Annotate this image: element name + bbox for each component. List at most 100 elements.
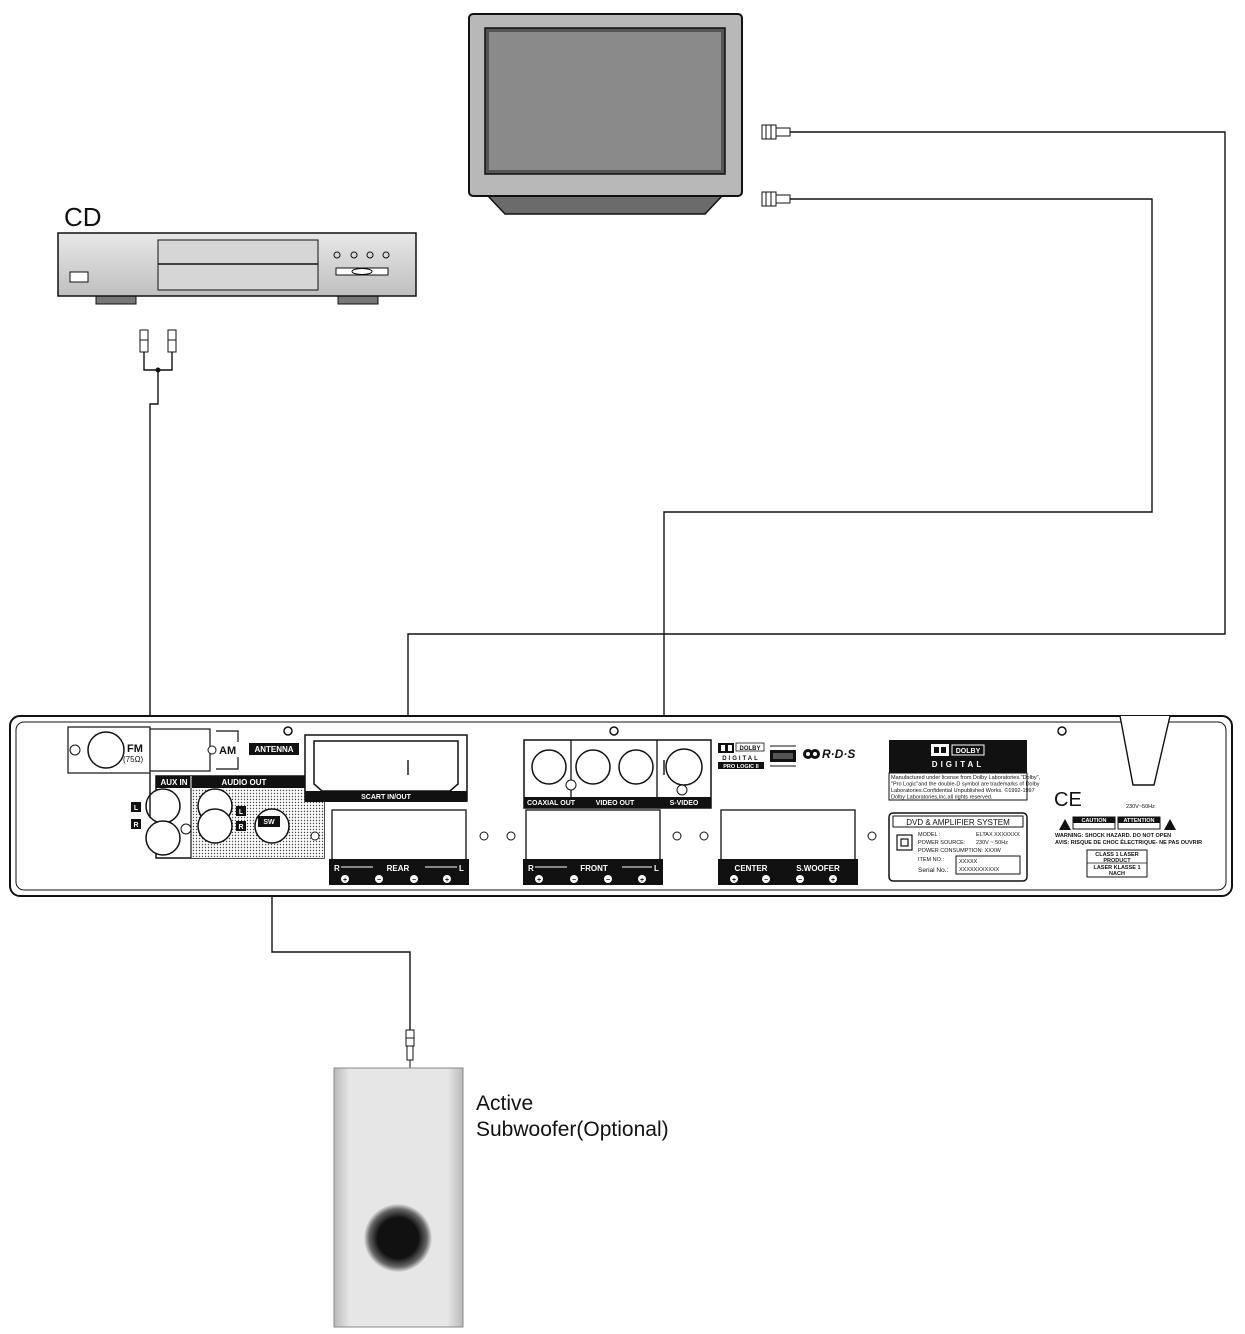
- svg-text:+: +: [537, 877, 541, 884]
- subwoofer-label-line2: Subwoofer(Optional): [476, 1118, 669, 1141]
- warning-line-1: WARNING: SHOCK HAZARD. DO NOT OPEN: [1055, 833, 1171, 839]
- rear-speaker-terminals: R REAR L + − − +: [310, 809, 516, 885]
- ce-mark: CE: [1054, 789, 1082, 811]
- warning-line-2: AVIS: RISQUE DE CHOC ÉLECTRIQUE- NE PAS …: [1055, 838, 1202, 846]
- rds-logo: R·D·S: [803, 747, 855, 761]
- svg-text:+: +: [343, 877, 347, 884]
- video-out-jack-2: [618, 749, 654, 785]
- svg-text:+: +: [445, 877, 449, 884]
- digital-big-label: DIGITAL: [932, 760, 984, 769]
- aux-in-r-marker: R: [133, 822, 138, 829]
- front-label: FRONT: [580, 864, 608, 873]
- serial-value: XXXXXXXXXXX: [959, 867, 1000, 873]
- system-title: DVD & AMPLIFIER SYSTEM: [906, 818, 1010, 827]
- antenna-label: ANTENNA: [254, 745, 293, 754]
- cable-tv-s-video: [663, 198, 1153, 762]
- front-r-label: R: [528, 864, 534, 873]
- rear-l-label: L: [459, 864, 464, 873]
- caution-label: CAUTION: [1081, 818, 1106, 824]
- power-source-value: 230V ~ 50Hz: [976, 840, 1008, 846]
- dolby-license-label: DOLBY DIGITAL Manufactured under license…: [888, 740, 1041, 801]
- rating-label: DVD & AMPLIFIER SYSTEM MODEL : ELTAX XXX…: [888, 812, 1028, 882]
- scart-connector: SCART IN/OUT: [304, 734, 468, 802]
- cable-endpoints: [149, 760, 665, 818]
- item-no-label: ITEM NO.:: [918, 857, 944, 863]
- rear-label: REAR: [387, 864, 410, 873]
- fm-label: FM: [127, 743, 143, 755]
- dolby-notice-1: Manufactured under license from Dolby La…: [891, 775, 1041, 781]
- rear-r-label: R: [334, 864, 340, 873]
- coaxial-out-label: COAXIAL OUT: [527, 800, 576, 807]
- safety-markings: CE 230V~50Hz CAUTION ATTENTION WARNING: …: [1054, 789, 1202, 878]
- am-label: AM: [219, 745, 236, 757]
- dolby-notice-2: "Pro Logic"and the double-D symbol are t…: [891, 782, 1040, 788]
- fm-antenna-jack: FM (75Ω): [67, 726, 151, 774]
- center-label: CENTER: [735, 864, 768, 873]
- video-output-block: COAXIAL OUT VIDEO OUT S-VIDEO: [523, 726, 712, 809]
- svg-text:+: +: [732, 877, 736, 884]
- svg-text:−: −: [412, 877, 416, 884]
- am-antenna-terminal: AM ANTENNA: [149, 728, 299, 772]
- s-video-label: S-VIDEO: [670, 800, 699, 807]
- power-source-label: POWER SOURCE:: [918, 840, 966, 846]
- cable-tv-scart: [407, 131, 1226, 762]
- laser-line-1: CLASS 1 LASER: [1095, 852, 1138, 858]
- dolby-notice-3: Laboratories.Confidential Unpublished Wo…: [891, 787, 1035, 794]
- laser-line-4: NACH: [1109, 871, 1125, 877]
- television: [468, 13, 743, 215]
- model-label: MODEL :: [918, 832, 941, 838]
- aux-in-l-marker: L: [134, 805, 139, 812]
- center-subwoofer-terminals: CENTER S.WOOFER + − − +: [718, 809, 877, 885]
- front-l-label: L: [654, 864, 659, 873]
- svg-text:+: +: [831, 877, 835, 884]
- subwoofer-plug: [405, 1029, 415, 1068]
- cd-rca-plugs: [139, 329, 177, 373]
- audio-out-r-marker: R: [238, 824, 243, 831]
- front-speaker-terminals: R FRONT L + − − +: [523, 809, 709, 885]
- cd-label: CD: [64, 202, 102, 232]
- aux-in-audio-out-block: AUX IN AUDIO OUT L R L R SW: [131, 775, 325, 859]
- aux-in-r-jack: [145, 820, 181, 856]
- subwoofer-label-line1: Active: [476, 1092, 533, 1115]
- s-video-jack: [665, 748, 703, 786]
- rds-label: R·D·S: [822, 747, 855, 761]
- aux-in-l-jack: [145, 788, 181, 824]
- audio-out-l-marker: L: [239, 809, 244, 816]
- scart-label: SCART IN/OUT: [361, 794, 412, 801]
- aux-in-label: AUX IN: [160, 778, 187, 787]
- model-value: ELTAX XXXXXXX: [976, 832, 1020, 838]
- laser-line-3: LASER KLASSE 1: [1093, 865, 1140, 871]
- digital-small-label: DIGITAL: [722, 756, 760, 762]
- audio-out-r-jack: [197, 808, 233, 844]
- coaxial-out-jack: [531, 749, 567, 785]
- svg-text:−: −: [572, 877, 576, 884]
- audio-out-label: AUDIO OUT: [222, 778, 267, 787]
- cd-player: CD: [57, 202, 417, 305]
- receiver-rear-panel: FM (75Ω) AM ANTENNA AUX IN AUDIO OUT: [9, 715, 1233, 897]
- subwoofer: Active Subwoofer(Optional): [333, 1067, 669, 1328]
- tv-plugs: [761, 124, 791, 207]
- dts-logo: [770, 745, 796, 767]
- laser-line-2: PRODUCT: [1103, 858, 1131, 864]
- dolby-big-label: DOLBY: [956, 748, 981, 755]
- attention-label: ATTENTION: [1123, 818, 1154, 824]
- s-woofer-label: S.WOOFER: [796, 864, 840, 873]
- svg-text:−: −: [377, 877, 381, 884]
- dolby-small-label: DOLBY: [740, 746, 761, 752]
- serial-label: Serial No.:: [918, 867, 949, 874]
- svg-text:−: −: [798, 877, 802, 884]
- power-consumption-label: POWER CONSUMPTION: XXXW: [918, 848, 1002, 854]
- sw-label: SW: [263, 819, 275, 826]
- pro-logic-label: PRO LOGIC II: [723, 764, 759, 770]
- fm-ohm-label: (75Ω): [123, 755, 144, 764]
- power-cord-outlet: [1057, 715, 1171, 786]
- voltage-label: 230V~50Hz: [1126, 804, 1155, 810]
- video-out-jack-1: [575, 749, 611, 785]
- video-out-label: VIDEO OUT: [596, 800, 635, 807]
- svg-text:−: −: [606, 877, 610, 884]
- svg-text:+: +: [640, 877, 644, 884]
- svg-text:−: −: [764, 877, 768, 884]
- dolby-notice-4: Dolby Laboratories,Inc.all rights reserv…: [891, 795, 993, 801]
